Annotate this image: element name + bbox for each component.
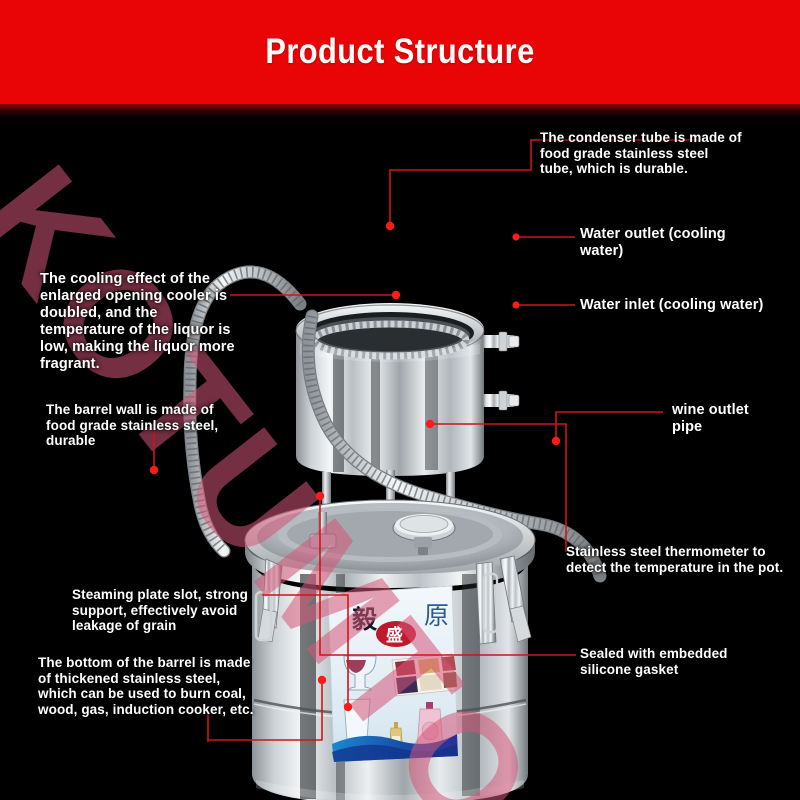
svg-text:原: 原 xyxy=(424,603,449,630)
svg-text:盛: 盛 xyxy=(386,625,403,645)
annotation-silicone-gasket: Sealed with embedded silicone gasket xyxy=(580,646,728,677)
header-banner: Product Structure xyxy=(0,0,800,104)
annotation-water-inlet: Water inlet (cooling water) xyxy=(580,297,764,313)
svg-text:毅: 毅 xyxy=(351,605,378,634)
banner-gradient-divider xyxy=(0,104,800,118)
page-title: Product Structure xyxy=(265,32,535,71)
annotation-water-outlet: Water outlet (cooling water) xyxy=(580,226,726,259)
clamp-latch-right-b xyxy=(475,561,499,645)
water-inlet-nozzle xyxy=(483,390,520,411)
product-label: 毅 盛 原 xyxy=(327,585,459,763)
annotation-condenser-tube: The condenser tube is made of food grade… xyxy=(540,130,742,176)
water-outlet-nozzle xyxy=(483,331,520,352)
condenser-hose-left xyxy=(183,265,307,558)
annotation-cooling-effect: The cooling effect of the enlarged openi… xyxy=(40,271,235,372)
annotation-thermometer: Stainless steel thermometer to detect th… xyxy=(566,544,784,575)
annotation-barrel-wall: The barrel wall is made of food grade st… xyxy=(46,402,219,448)
condenser-pot xyxy=(295,303,485,476)
annotation-wine-outlet-pipe: wine outlet pipe xyxy=(672,402,749,435)
annotation-steaming-plate-slot: Steaming plate slot, strong support, eff… xyxy=(72,587,248,633)
annotation-barrel-bottom: The bottom of the barrel is made of thic… xyxy=(38,655,254,717)
